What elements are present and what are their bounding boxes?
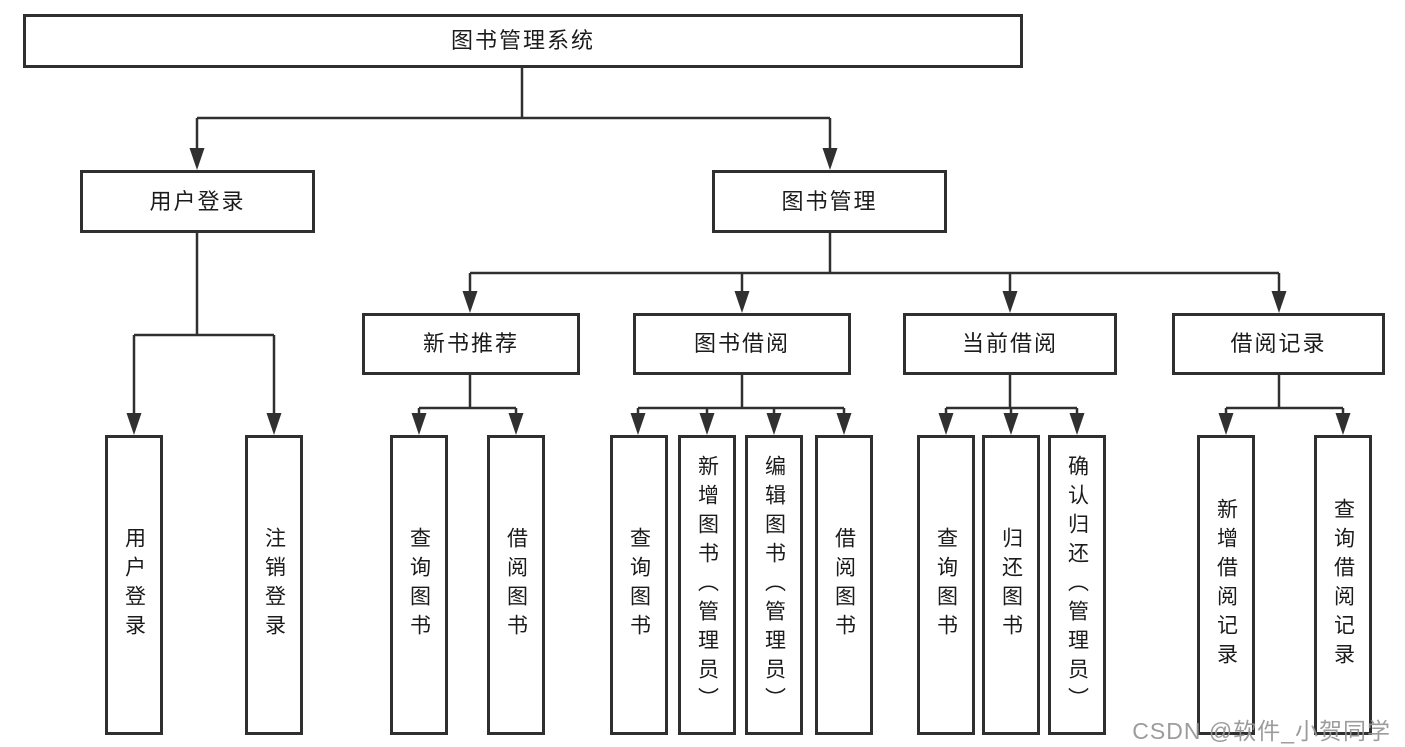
node-book-borrowing: 图书借阅 xyxy=(633,313,851,375)
node-user-login: 用户登录 xyxy=(80,170,315,233)
node-label: 查询图书 xyxy=(934,527,958,643)
leaf-user-login: 用户登录 xyxy=(105,435,163,735)
leaf-add-book-admin: 新增图书（管理员） xyxy=(678,435,736,735)
leaf-borrow-books-recommend: 借阅图书 xyxy=(487,435,545,735)
node-label: 用户登录 xyxy=(122,527,146,643)
connector-borrowrecords-to-leaves xyxy=(1218,375,1351,435)
leaf-borrow-books: 借阅图书 xyxy=(815,435,873,735)
leaf-query-books-borrow: 查询图书 xyxy=(610,435,668,735)
connector-bookmgmt-to-level3 xyxy=(462,233,1287,313)
leaf-logout: 注销登录 xyxy=(245,435,303,735)
leaf-edit-book-admin: 编辑图书（管理员） xyxy=(745,435,803,735)
connector-newbook-to-leaves xyxy=(411,375,524,435)
node-label: 当前借阅 xyxy=(961,331,1058,356)
leaf-query-books-recommend: 查询图书 xyxy=(390,435,448,735)
connector-bookborrow-to-leaves xyxy=(630,375,852,435)
node-label: 归还图书 xyxy=(999,527,1023,643)
node-label: 查询图书 xyxy=(627,527,651,643)
csdn-watermark: CSDN @软件_小贺同学 xyxy=(1132,718,1391,744)
node-current-borrowing: 当前借阅 xyxy=(903,313,1117,375)
node-label: 查询借阅记录 xyxy=(1331,498,1355,672)
node-borrowing-records: 借阅记录 xyxy=(1172,313,1385,375)
leaf-query-books-current: 查询图书 xyxy=(917,435,975,735)
node-label: 新增借阅记录 xyxy=(1214,498,1238,672)
node-label: 借阅图书 xyxy=(832,527,856,643)
node-label: 图书管理 xyxy=(781,188,878,214)
node-label: 注销登录 xyxy=(262,527,286,643)
node-label: 图书管理系统 xyxy=(450,28,595,53)
node-label: 新书推荐 xyxy=(422,331,519,356)
connector-root-to-level2 xyxy=(189,68,838,170)
node-label: 图书借阅 xyxy=(693,331,790,356)
node-library-management-system: 图书管理系统 xyxy=(23,14,1023,68)
node-label: 查询图书 xyxy=(407,527,431,643)
node-label: 借阅图书 xyxy=(504,527,528,643)
leaf-query-borrow-record: 查询借阅记录 xyxy=(1314,435,1372,735)
leaf-confirm-return-admin: 确认归还（管理员） xyxy=(1048,435,1106,735)
node-label: 确认归还（管理员） xyxy=(1065,454,1089,716)
connector-currentborrow-to-leaves xyxy=(938,375,1085,435)
node-label: 编辑图书（管理员） xyxy=(762,454,786,716)
node-new-book-recommendation: 新书推荐 xyxy=(362,313,580,375)
node-label: 借阅记录 xyxy=(1230,331,1327,356)
node-book-management: 图书管理 xyxy=(712,170,947,233)
leaf-return-books: 归还图书 xyxy=(982,435,1040,735)
node-label: 新增图书（管理员） xyxy=(695,454,719,716)
leaf-add-borrow-record: 新增借阅记录 xyxy=(1197,435,1255,735)
node-label: 用户登录 xyxy=(149,188,246,214)
connector-userlogin-to-leaves xyxy=(126,233,282,435)
